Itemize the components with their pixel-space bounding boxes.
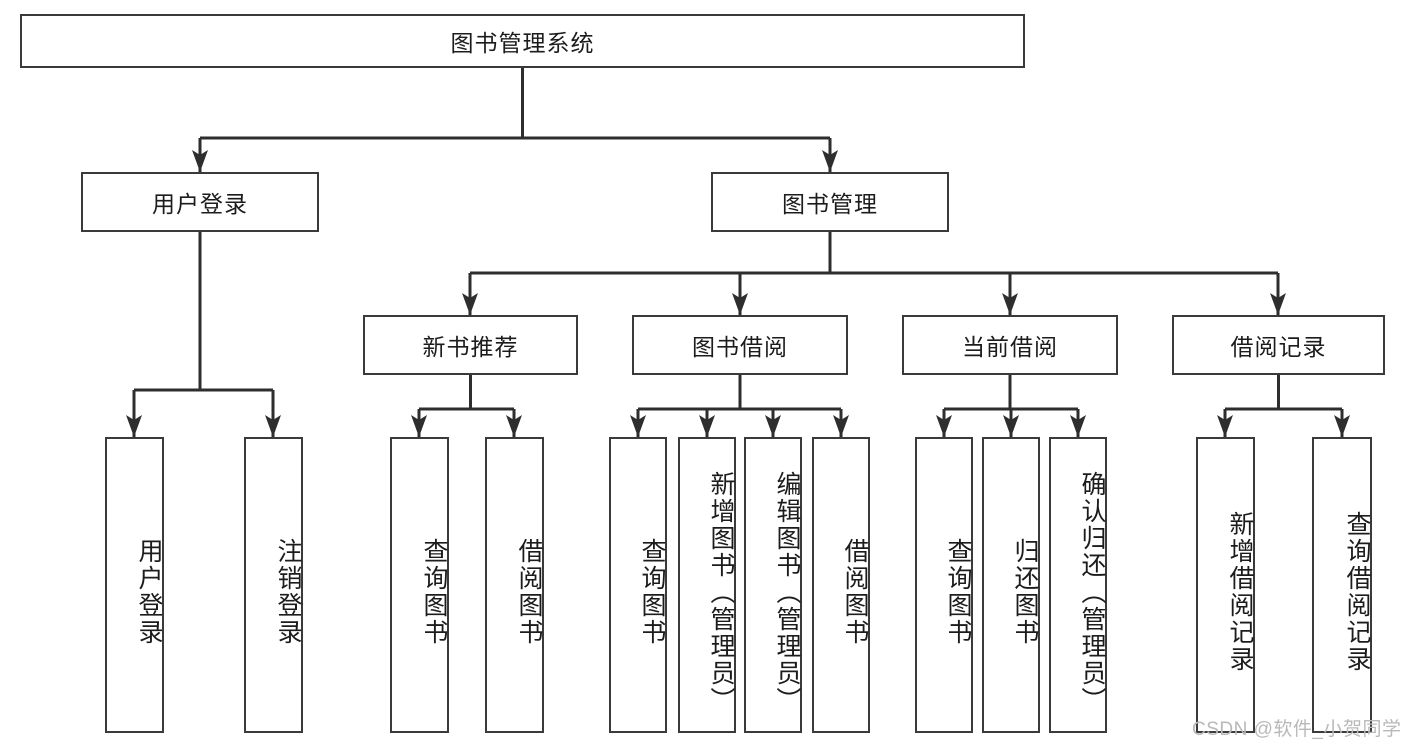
node-leaf-12[interactable]: 查询借阅记录 [1312, 437, 1372, 733]
node-label: 用户登录 [135, 538, 163, 646]
node-level3-2[interactable]: 当前借阅 [902, 315, 1118, 375]
node-leaf-8[interactable]: 查询图书 [915, 437, 973, 733]
node-level3-0[interactable]: 新书推荐 [363, 315, 578, 375]
node-label: 查询图书 [638, 538, 666, 646]
watermark-text: CSDN @软件_小贺同学 [1192, 719, 1402, 740]
node-label: 编辑图书（管理员） [773, 470, 801, 714]
node-leaf-11[interactable]: 新增借阅记录 [1196, 437, 1255, 733]
node-label: 用户登录 [152, 191, 248, 217]
node-label: 当前借阅 [962, 334, 1058, 360]
node-root-图书管理系统[interactable]: 图书管理系统 [20, 14, 1025, 68]
node-label: 图书管理系统 [450, 30, 595, 56]
node-leaf-2[interactable]: 查询图书 [390, 437, 449, 733]
node-level3-1[interactable]: 图书借阅 [632, 315, 848, 375]
node-label: 图书管理 [782, 191, 878, 217]
node-label: 查询图书 [420, 538, 448, 646]
node-label: 归还图书 [1011, 538, 1039, 646]
node-level3-3[interactable]: 借阅记录 [1172, 315, 1385, 375]
node-leaf-10[interactable]: 确认归还（管理员） [1049, 437, 1107, 733]
node-leaf-4[interactable]: 查询图书 [609, 437, 667, 733]
node-label: 新增图书（管理员） [707, 470, 735, 714]
node-leaf-7[interactable]: 借阅图书 [812, 437, 870, 733]
node-leaf-5[interactable]: 新增图书（管理员） [678, 437, 736, 733]
node-level2-0[interactable]: 用户登录 [81, 172, 319, 232]
node-label: 图书借阅 [692, 334, 788, 360]
node-leaf-0[interactable]: 用户登录 [105, 437, 164, 733]
node-leaf-6[interactable]: 编辑图书（管理员） [744, 437, 802, 733]
node-label: 注销登录 [274, 538, 302, 646]
node-label: 借阅图书 [515, 538, 543, 646]
node-label: 确认归还（管理员） [1078, 470, 1106, 714]
node-leaf-3[interactable]: 借阅图书 [485, 437, 544, 733]
node-label: 新书推荐 [422, 334, 519, 360]
node-label: 查询借阅记录 [1343, 511, 1371, 673]
node-label: 新增借阅记录 [1226, 511, 1254, 673]
node-label: 查询图书 [944, 538, 972, 646]
node-leaf-9[interactable]: 归还图书 [982, 437, 1040, 733]
node-level2-1[interactable]: 图书管理 [711, 172, 949, 232]
node-label: 借阅图书 [841, 538, 869, 646]
node-label: 借阅记录 [1230, 334, 1327, 360]
node-leaf-1[interactable]: 注销登录 [244, 437, 303, 733]
